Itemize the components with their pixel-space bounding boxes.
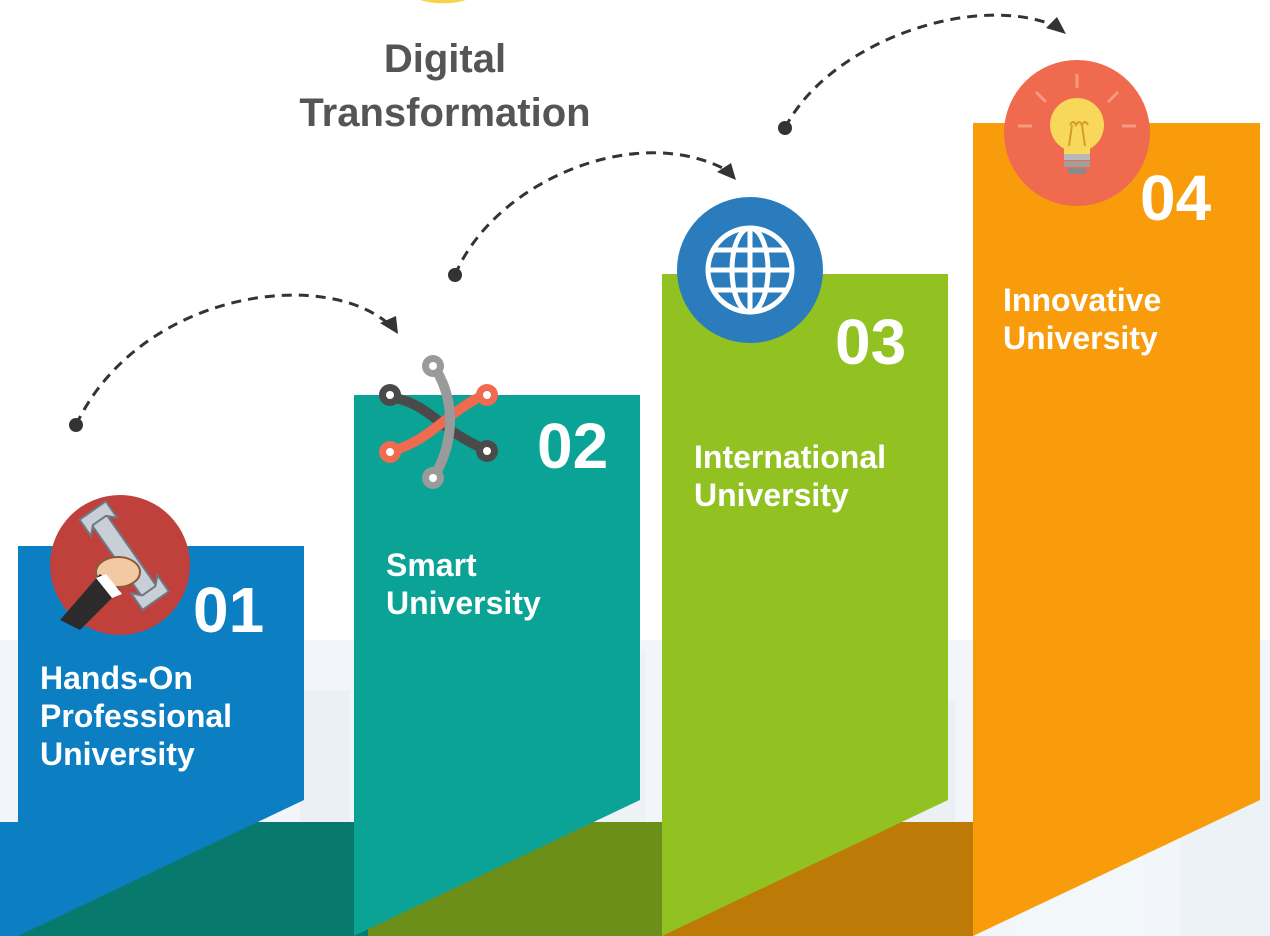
title-line-1: Digital (383, 37, 507, 81)
step-label-2-line-2: University (386, 585, 541, 621)
title-line-2: Transformation (299, 91, 591, 135)
connector-arrow-3 (783, 13, 1061, 129)
step-panel-4 (973, 123, 1260, 936)
step-label-2: Smart University (386, 546, 541, 622)
step-label-1-line-2: Professional (40, 698, 233, 734)
network-nodes-icon (379, 355, 498, 489)
arrowhead-1 (380, 316, 398, 334)
connector-arrow-2 (453, 151, 731, 276)
wrench-icon (50, 495, 190, 635)
lightbulb-icon (1004, 60, 1150, 206)
step-number-1: 01 (193, 574, 265, 646)
arrowhead-2 (717, 163, 736, 180)
connector-start-dot-3 (778, 121, 792, 135)
connector-arrow-1 (74, 293, 395, 426)
arrowhead-3 (1046, 17, 1066, 34)
connector-arrows (74, 13, 1061, 426)
top-decorative-arc (420, 0, 466, 4)
connector-dots (69, 121, 792, 432)
step-label-1: Hands-On Professional University (40, 659, 232, 773)
base-bar-left-edge (0, 822, 18, 936)
step-label-1-line-1: Hands-On (40, 660, 193, 696)
step-panel-2 (354, 395, 640, 936)
step-number-4: 04 (1140, 162, 1212, 234)
step-label-4-line-1: Innovative (1003, 282, 1162, 318)
step-label-3-line-2: University (694, 477, 849, 513)
globe-icon (677, 197, 823, 343)
step-label-2-line-1: Smart (386, 547, 477, 583)
arrowheads (380, 17, 1066, 334)
step-panel-3 (662, 274, 948, 936)
step-number-2: 02 (537, 410, 609, 482)
step-number-3: 03 (835, 306, 907, 378)
step-panel-1 (18, 546, 304, 936)
step-label-3: International University (694, 438, 886, 514)
connector-start-dot-1 (69, 418, 83, 432)
step-label-4: Innovative University (1003, 281, 1161, 357)
diagram-title: Digital Transformation (230, 32, 660, 140)
step-label-4-line-2: University (1003, 320, 1158, 356)
connector-start-dot-2 (448, 268, 462, 282)
step-label-1-line-3: University (40, 736, 195, 772)
step-label-3-line-1: International (694, 439, 887, 475)
